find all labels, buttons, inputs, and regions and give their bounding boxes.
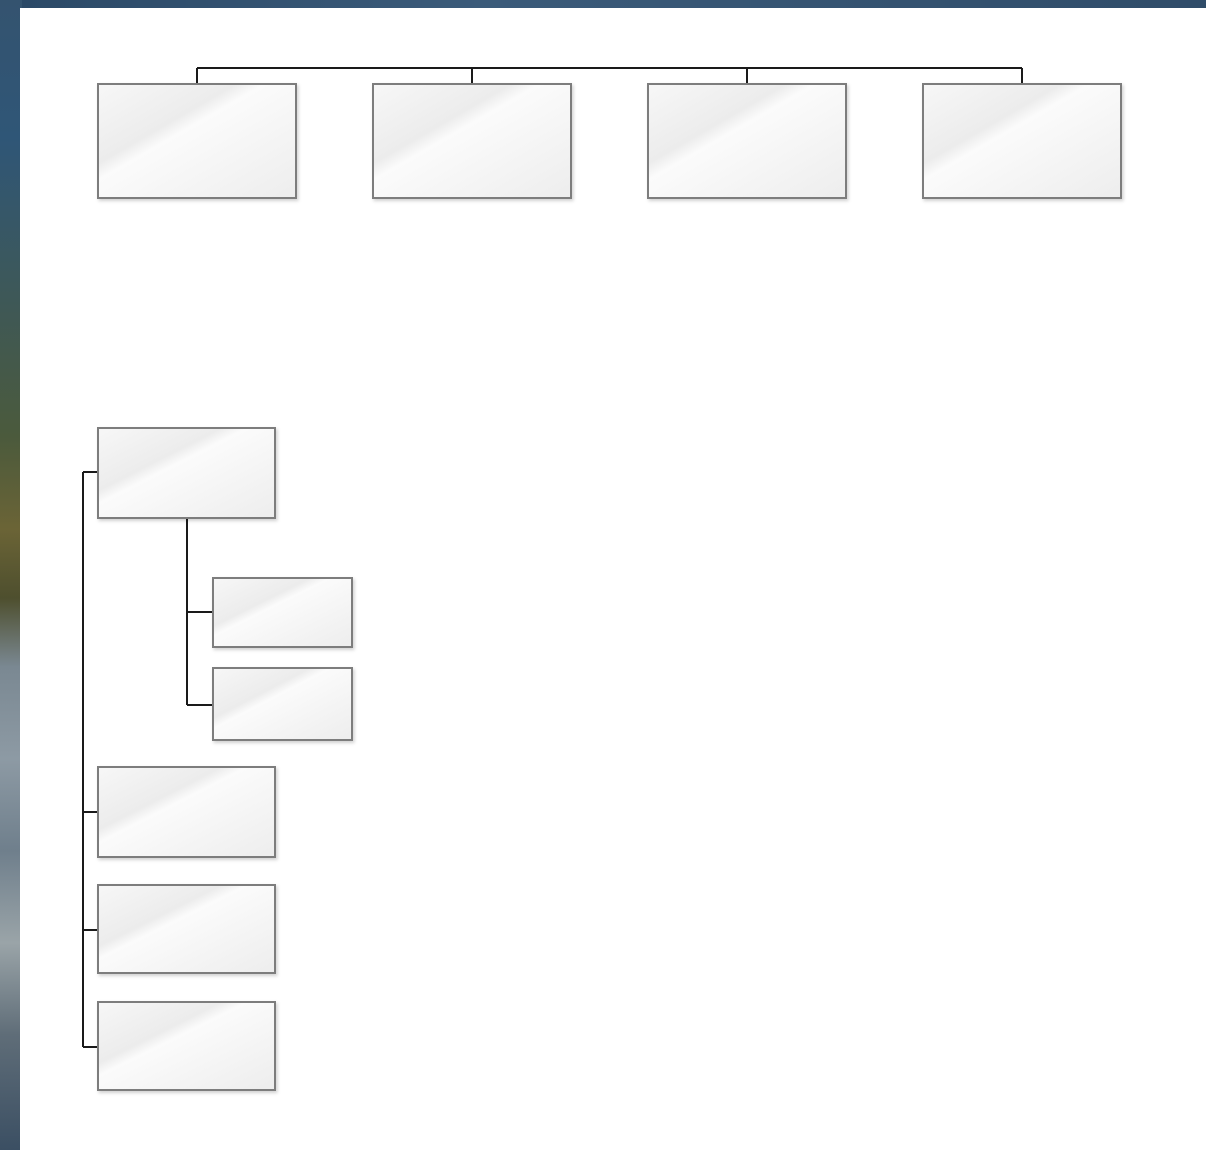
org-box-left-1[interactable] — [98, 428, 275, 518]
horizontal-group — [98, 84, 1121, 198]
org-box-top-4[interactable] — [923, 84, 1121, 198]
org-box-top-1[interactable] — [98, 84, 296, 198]
org-box-left-2[interactable] — [98, 767, 275, 857]
vertical-group — [98, 428, 352, 1090]
org-box-left-3[interactable] — [98, 885, 275, 973]
org-box-top-2[interactable] — [373, 84, 571, 198]
org-box-sub-1[interactable] — [213, 578, 352, 647]
org-box-left-4[interactable] — [98, 1002, 275, 1090]
org-box-top-3[interactable] — [648, 84, 846, 198]
horizontal-connectors — [197, 68, 1022, 84]
org-box-sub-2[interactable] — [213, 668, 352, 740]
